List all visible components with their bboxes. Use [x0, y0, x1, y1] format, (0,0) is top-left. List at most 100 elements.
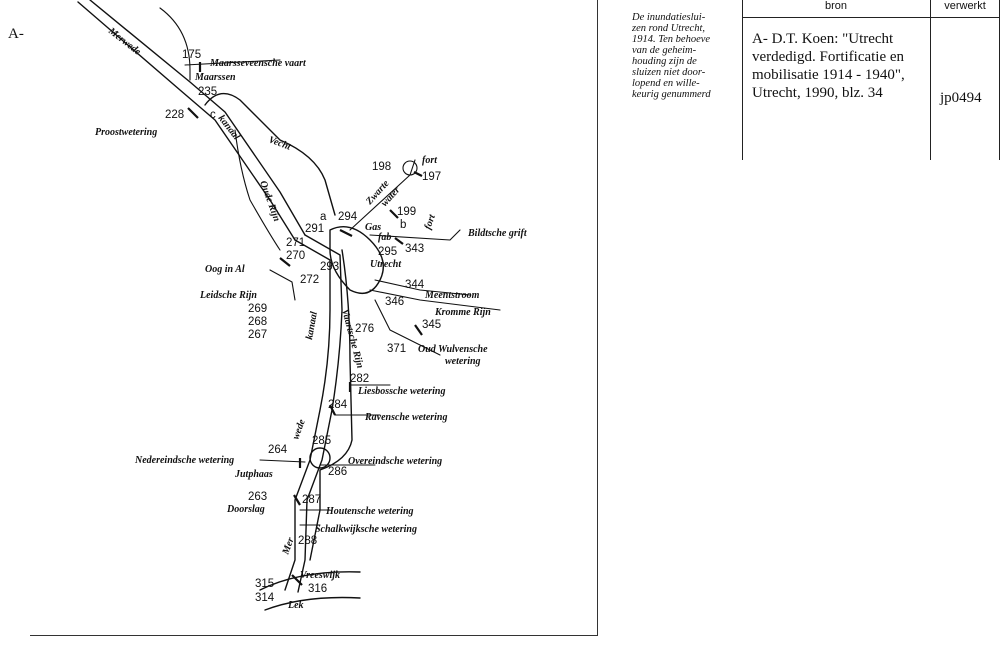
sluice-268: 268	[248, 316, 267, 328]
caption-line: van de geheim-	[632, 45, 697, 56]
label-vaartsche-rijn: Vaartsche Rijn	[339, 308, 365, 370]
sluice-235: 235	[198, 86, 217, 98]
label-liesbossche: Liesbossche wetering	[357, 386, 446, 397]
label-ravensche: Ravensche wetering	[364, 412, 448, 423]
oude-rijn	[234, 129, 281, 251]
kanaal-south-b	[297, 234, 343, 593]
caption-line: zen rond Utrecht,	[632, 23, 706, 34]
label-jutphaas: Jutphaas	[234, 469, 273, 480]
nedereindsche-line	[259, 459, 306, 463]
map-frame: 175 235 228 198 197 199 294 291 343 295 …	[30, 0, 598, 636]
label-wetering: wetering	[445, 356, 481, 367]
label-fort-1: fort	[422, 155, 438, 166]
sluice-markers	[187, 62, 423, 586]
oud-wulvensche	[374, 299, 441, 356]
sluice-264: 264	[268, 444, 288, 456]
sluice-346: 346	[385, 296, 404, 308]
caption-line: 1914. Ten behoeve	[632, 34, 711, 45]
lek-river-b	[264, 596, 361, 611]
map-caption: De inundatieslui- zen rond Utrecht, 1914…	[632, 12, 742, 100]
label-gas: Gas	[365, 222, 381, 233]
caption-line: sluizen niet door-	[632, 67, 706, 78]
sluice-269: 269	[248, 303, 267, 315]
sluice-228: 228	[165, 109, 184, 121]
verwerkt-cell: jp0494	[940, 90, 982, 106]
sluice-263: 263	[248, 491, 267, 503]
sluice-175: 175	[182, 49, 201, 61]
label-proostwetering: Proostwetering	[95, 127, 157, 138]
sluice-198: 198	[372, 161, 391, 173]
source-table: bron verwerkt A- D.T. Koen: "Utrecht ver…	[742, 0, 1000, 162]
jutphaas-loop	[309, 447, 331, 469]
sluice-288: 288	[298, 535, 317, 547]
kromme-rijn	[369, 289, 501, 311]
marker-c: c	[210, 109, 216, 121]
label-kromme-rijn: Kromme Rijn	[434, 307, 491, 318]
sluice-295: 295	[378, 246, 397, 258]
sluice-267: 267	[248, 329, 267, 341]
label-bildtsche-grift: Bildtsche grift	[467, 228, 528, 239]
maarsseveensche-vaart	[159, 7, 281, 81]
caption-line: houding zijn de	[632, 56, 697, 67]
vaartsche-rijn	[309, 249, 353, 561]
label-leidsche-rijn: Leidsche Rijn	[199, 290, 257, 301]
label-vecht: Vecht	[267, 134, 293, 153]
sluice-314: 314	[255, 592, 275, 604]
vecht-river	[204, 92, 336, 216]
label-maarssen: Maarssen	[194, 72, 236, 83]
sluice-270: 270	[286, 250, 305, 262]
bron-line: Utrecht, 1990, blz. 34	[752, 85, 883, 101]
label-merwede: Merwede	[105, 25, 143, 58]
table-divider-mid	[930, 0, 931, 160]
header-verwerkt: verwerkt	[944, 0, 986, 12]
label-mer: Mer	[280, 536, 297, 557]
merwede-canal-line-b	[89, 0, 306, 236]
label-fort-2: fort	[422, 212, 438, 231]
label-fab: fab	[378, 232, 391, 243]
sluice-272: 272	[300, 274, 319, 286]
utrecht-centre	[329, 226, 384, 294]
sluice-282: 282	[350, 373, 369, 385]
caption-line: De inundatieslui-	[632, 12, 706, 23]
label-nedereindsche: Nedereindsche wetering	[134, 455, 234, 466]
sluice-291: 291	[305, 223, 324, 235]
table-header-rule	[742, 17, 1000, 18]
label-utrecht: Utrecht	[370, 259, 402, 270]
header-bron: bron	[824, 0, 848, 12]
sluice-197: 197	[422, 171, 441, 183]
label-lek: Lek	[287, 600, 304, 611]
label-kanaal-south: kanaal	[304, 310, 320, 340]
sluice-271: 271	[286, 237, 305, 249]
label-meentstroom: Meentstroom	[424, 290, 480, 301]
sluice-map: 175 235 228 198 197 199 294 291 343 295 …	[77, 0, 528, 611]
sluice-284: 284	[328, 399, 348, 411]
label-oud-wulvensche: Oud Wulvensche	[418, 344, 488, 355]
sluice-316: 316	[308, 583, 327, 595]
label-vreeswijk: Vreeswijk	[300, 570, 340, 581]
meentstroom	[374, 279, 471, 296]
sluice-199: 199	[397, 206, 416, 218]
sluice-286: 286	[328, 466, 347, 478]
sluice-344: 344	[405, 279, 425, 291]
label-oude-rijn: Oude Rijn	[257, 179, 282, 223]
label-houtensche: Houtensche wetering	[325, 506, 414, 517]
table-divider-left	[742, 0, 743, 160]
sluice-293: 293	[320, 261, 339, 273]
label-maarsseveensche-vaart: Maarsseveensche vaart	[209, 58, 307, 69]
sluice-285: 285	[312, 435, 331, 447]
bron-line: A- D.T. Koen: "Utrecht	[752, 31, 894, 47]
label-oog-in-al: Oog in Al	[205, 264, 245, 275]
bildtsche-grift	[369, 229, 461, 241]
label-schalkwijksche: Schalkwijksche wetering	[315, 524, 417, 535]
bron-line: verdedigd. Fortificatie en	[752, 49, 905, 65]
label-wede: wede	[290, 417, 308, 441]
caption-line: keurig genummerd	[632, 89, 711, 100]
leidsche-rijn	[269, 269, 296, 301]
figure-letter: A-	[8, 26, 24, 42]
sluice-276: 276	[355, 323, 374, 335]
fort-circle	[402, 160, 418, 176]
sluice-345: 345	[422, 319, 441, 331]
marker-b: b	[400, 219, 406, 231]
lek-river-a	[259, 571, 361, 591]
label-overeindsche: Overeindsche wetering	[348, 456, 442, 467]
